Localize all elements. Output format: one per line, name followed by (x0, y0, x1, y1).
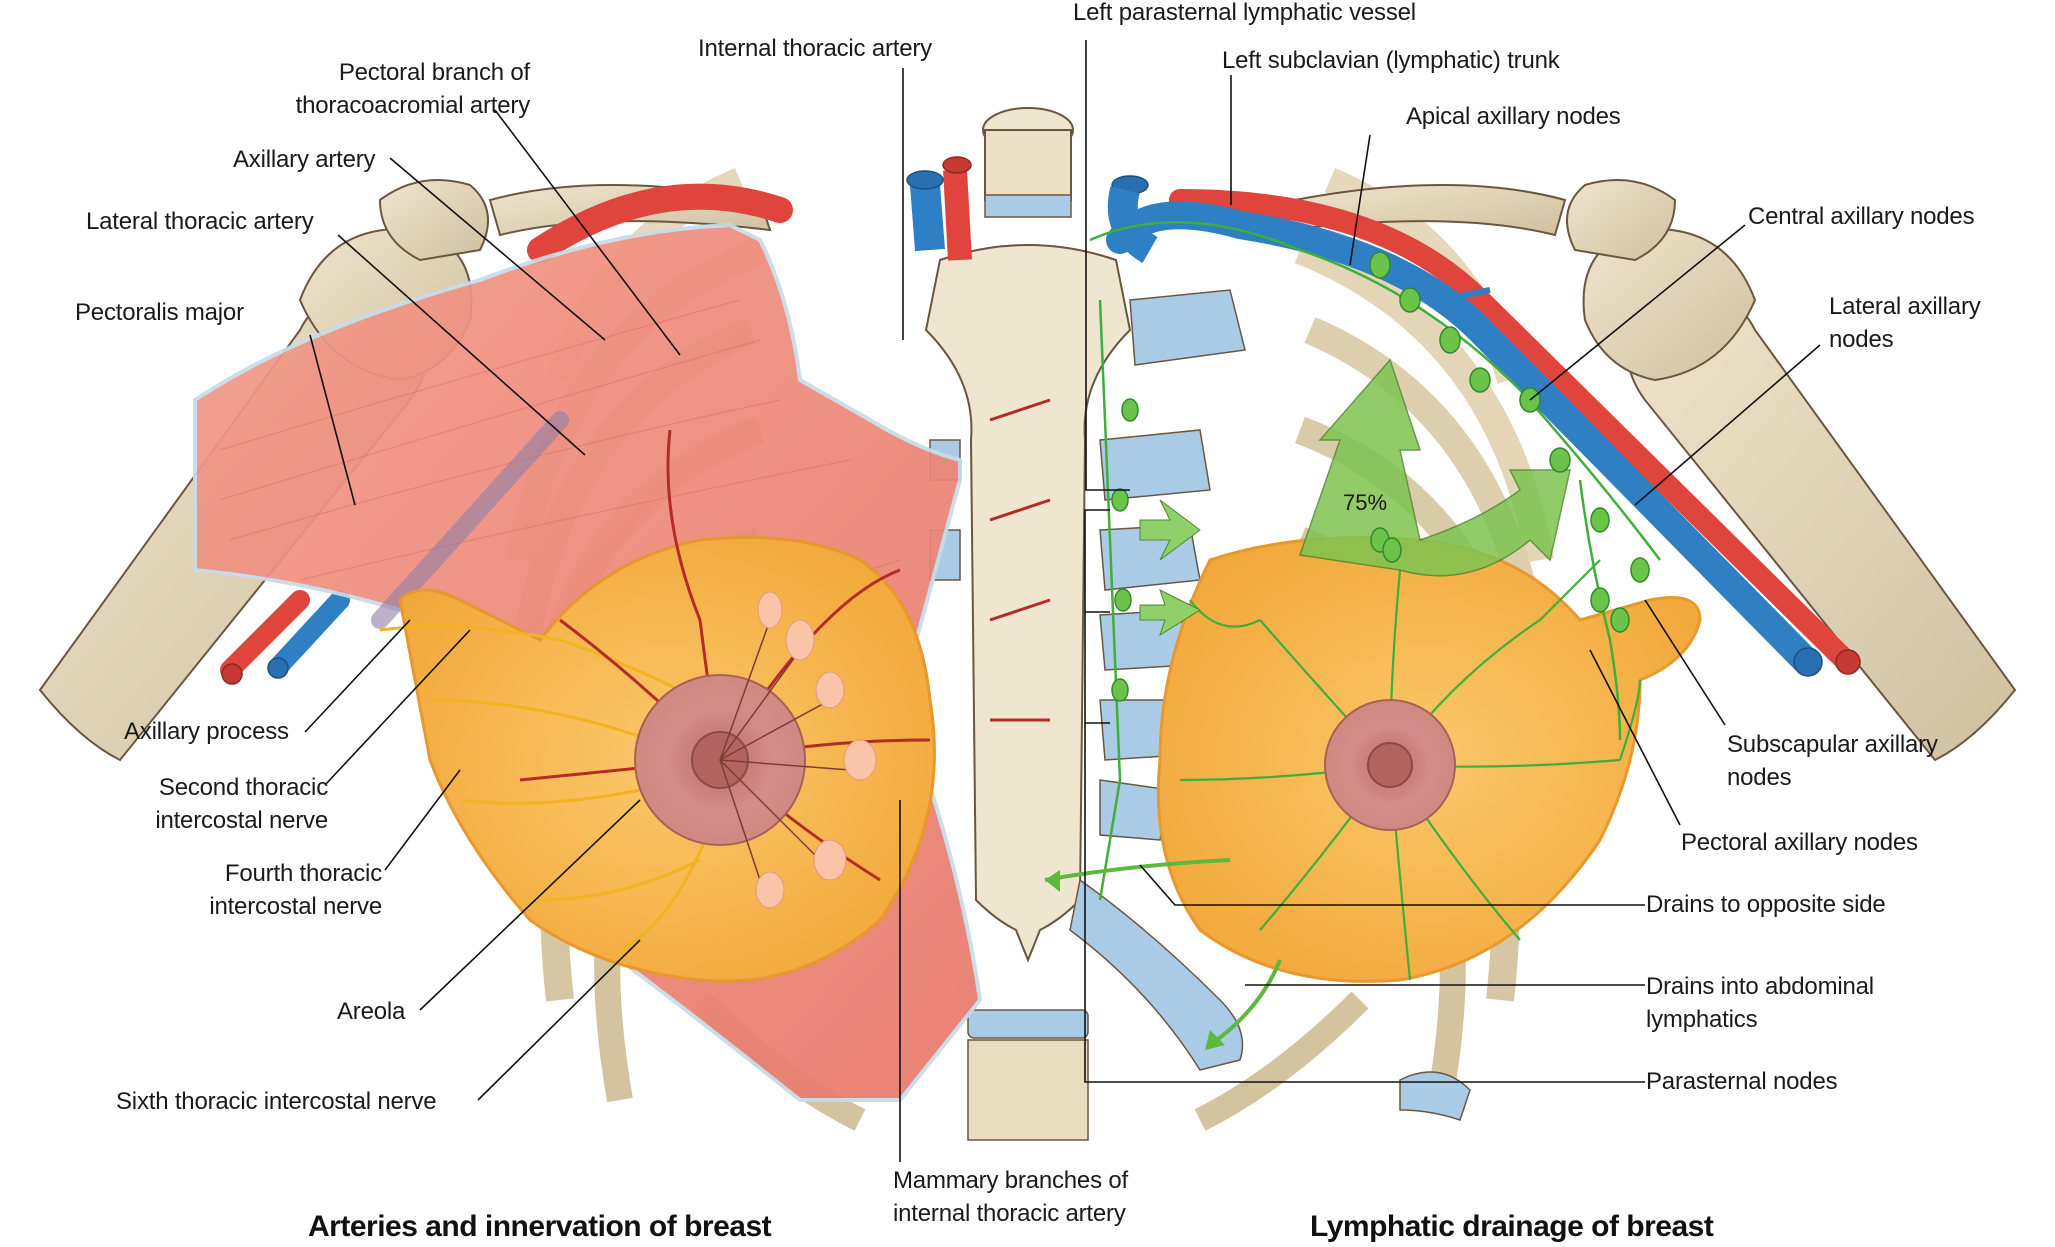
label-drains-opposite-side: Drains to opposite side (1646, 891, 1886, 918)
label-areola: Areola (337, 998, 406, 1025)
drains-opposite-arrow (1044, 858, 1231, 882)
label-left-subclavian-trunk: Left subclavian (lymphatic) trunk (1222, 47, 1560, 74)
label-apical-axillary-nodes: Apical axillary nodes (1406, 103, 1621, 130)
label-drains-abdominal: Drains into abdominal lymphatics (1646, 970, 1874, 1036)
subclavian-vessels-left (527, 156, 972, 263)
label-line: Mammary branches of (893, 1167, 1128, 1194)
label-pectoralis-major: Pectoralis major (75, 299, 244, 326)
label-line: Second thoracic (158, 774, 328, 801)
subclavian-vessels-right (1106, 175, 1861, 677)
label-line: Drains into abdominal (1646, 973, 1874, 1000)
label-line: Fourth thoracic (224, 860, 382, 887)
left-acromion (378, 179, 489, 262)
label-fourth-intercostal-nerve: Fourth thoracic intercostal nerve (130, 857, 382, 923)
label-subscapular-axillary-nodes: Subscapular axillary nodes (1727, 728, 1938, 794)
label-left-parasternal-lymphatic-vessel: Left parasternal lymphatic vessel (1073, 0, 1416, 26)
label-line: thoracoacromial artery (295, 92, 531, 119)
label-parasternal-nodes: Parasternal nodes (1646, 1068, 1838, 1095)
right-shoulder-head (1582, 227, 1757, 382)
label-axillary-artery: Axillary artery (233, 146, 376, 173)
drainage-arrow-75 (1298, 358, 1571, 577)
label-line: intercostal nerve (209, 893, 382, 920)
label-line: internal thoracic artery (893, 1200, 1126, 1227)
label-sixth-intercostal-nerve: Sixth thoracic intercostal nerve (116, 1088, 437, 1115)
label-lateral-thoracic-artery: Lateral thoracic artery (86, 208, 314, 235)
label-second-intercostal-nerve: Second thoracic intercostal nerve (90, 771, 328, 837)
label-pectoral-branch: Pectoral branch of thoracoacromial arter… (260, 56, 531, 122)
label-line: Pectoral branch of (338, 59, 530, 86)
right-acromion (1566, 179, 1677, 262)
axillary-vessel-stubs (220, 590, 350, 685)
glandular-lobules (755, 591, 877, 909)
sternum (924, 244, 1132, 963)
lymph-nodes (1111, 251, 1650, 702)
label-line: Lateral axillary (1829, 293, 1981, 320)
label-lateral-axillary-nodes: Lateral axillary nodes (1829, 290, 1981, 356)
label-line: nodes (1727, 764, 1792, 791)
right-panel-title: Lymphatic drainage of breast (1310, 1210, 1714, 1243)
leader-lines (304, 40, 1821, 1162)
label-line: Subscapular axillary (1727, 731, 1938, 758)
label-line: nodes (1829, 326, 1894, 353)
label-line: intercostal nerve (155, 807, 328, 834)
label-internal-thoracic-artery: Internal thoracic artery (698, 35, 932, 62)
label-line: lymphatics (1646, 1006, 1758, 1033)
label-mammary-branches: Mammary branches of internal thoracic ar… (893, 1164, 1128, 1230)
label-pectoral-axillary-nodes: Pectoral axillary nodes (1681, 829, 1918, 856)
lactiferous-ducts (719, 619, 851, 881)
left-panel-title: Arteries and innervation of breast (308, 1210, 772, 1243)
drainage-arrows-parasternal (1139, 499, 1202, 637)
drainage-percentage: 75% (1343, 490, 1388, 515)
label-axillary-process: Axillary process (124, 718, 289, 745)
label-central-axillary-nodes: Central axillary nodes (1748, 203, 1975, 230)
drains-abdominal-arrow (1208, 959, 1282, 1047)
